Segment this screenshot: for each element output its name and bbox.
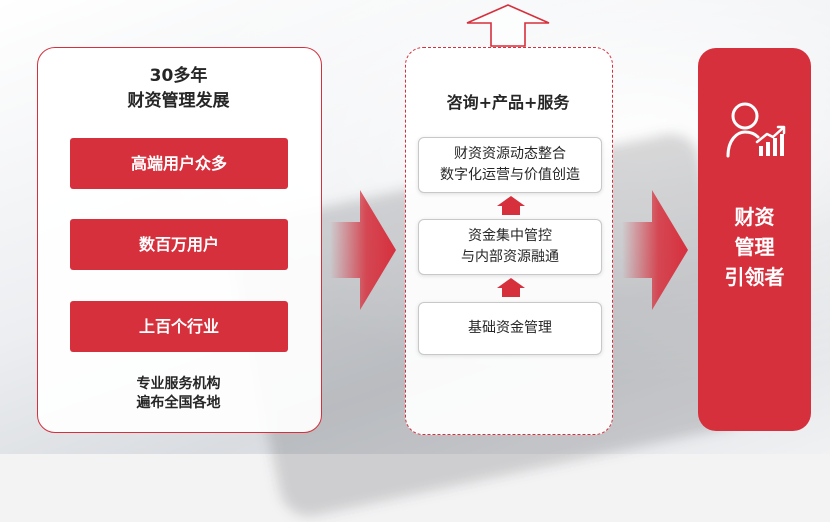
left-panel-note: 专业服务机构 遍布全国各地 [37,375,320,413]
pill-high-end-users: 高端用户众多 [70,138,288,189]
note-line1: 专业服务机构 [136,376,221,392]
box1-line1: 财资资源动态整合 [454,146,566,162]
up-arrow-stem [502,288,520,297]
right-panel [698,48,811,431]
pill-million-users: 数百万用户 [70,219,288,270]
box1-line2: 数字化运营与价值创造 [440,167,580,183]
box2-line1: 资金集中管控 [468,228,552,244]
up-arrow-stem [502,206,520,215]
note-line2: 遍布全国各地 [136,395,221,411]
right-line2: 管理 [734,235,775,259]
box2-line2: 与内部资源融通 [461,249,559,265]
left-title-line2: 财资管理发展 [127,91,230,111]
box3-line1: 基础资金管理 [468,320,552,336]
left-title-line1: 30多年 [149,66,208,86]
middle-panel-title: 咨询+产品+服务 [446,93,570,112]
pill-hundred-industries: 上百个行业 [70,301,288,352]
arrow-right-icon [330,190,396,310]
left-panel-title: 30多年 财资管理发展 [37,64,320,114]
box-centralized-control: 资金集中管控 与内部资源融通 [418,219,602,275]
right-panel-title: 财资 管理 引领者 [698,202,811,292]
arrow-up-outline-icon [466,4,550,47]
box-resource-integration: 财资资源动态整合 数字化运营与价值创造 [418,137,602,193]
arrow-right-icon [622,190,688,310]
up-arrow-icon [497,278,525,288]
up-arrow-icon [497,196,525,206]
box-basic-fund-management: 基础资金管理 [418,302,602,355]
right-line1: 财资 [734,205,775,229]
person-growth-icon [726,102,786,158]
right-line3: 引领者 [724,265,785,289]
